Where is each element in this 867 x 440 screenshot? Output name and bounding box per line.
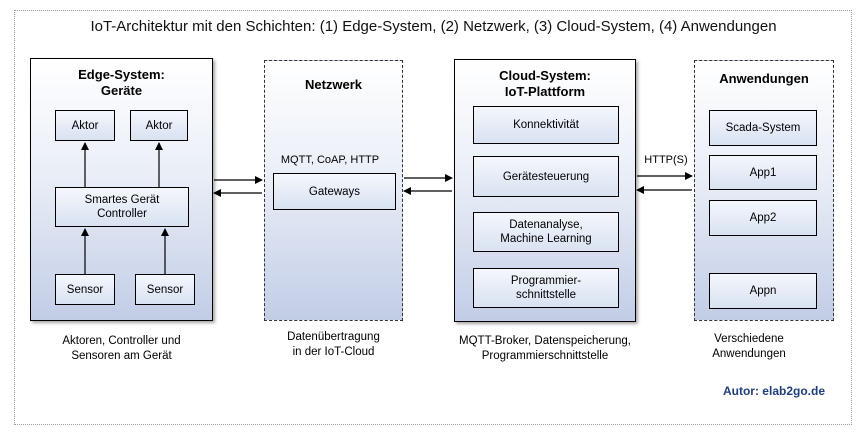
applications-title: Anwendungen [719,71,809,86]
actuator-box: Aktor [55,110,115,141]
app1-box: App1 [709,155,817,190]
sensor-box: Sensor [55,274,115,305]
edge-system-caption: Aktoren, Controller und Sensoren am Gerä… [62,335,181,362]
network-protocols-label: MQTT, CoAP, HTTP [280,154,380,166]
data-analysis-box: Datenanalyse, Machine Learning [473,212,619,252]
connectivity-box: Konnektivität [473,106,619,144]
programming-interface-box: Programmier- schnittstelle [473,268,619,308]
author-credit: Autor: elab2go.de [722,384,825,398]
smart-device-controller-box: Smartes Gerät Controller [55,187,189,227]
device-control-box: Gerätesteuerung [473,156,619,197]
scada-system-box: Scada-System [709,110,817,146]
diagram-frame [14,10,852,425]
cloud-system-title: Cloud-System: IoT-Plattform [499,68,591,99]
applications-caption: Verschiedene Anwendungen [712,333,786,360]
network-caption: Datenübertragung in der IoT-Cloud [287,331,380,358]
sensor-box: Sensor [135,274,195,305]
cloud-system-caption: MQTT-Broker, Datenspeicherung, Programmi… [459,335,631,362]
app2-box: App2 [709,200,817,236]
diagram-title: IoT-Architektur mit den Schichten: (1) E… [90,18,777,35]
http-protocol-label: HTTP(S) [644,154,688,166]
actuator-box: Aktor [130,110,188,141]
edge-system-title: Edge-System: Geräte [78,67,165,98]
network-title: Netzwerk [304,77,363,92]
appn-box: Appn [709,273,817,309]
gateways-box: Gateways [273,173,396,210]
